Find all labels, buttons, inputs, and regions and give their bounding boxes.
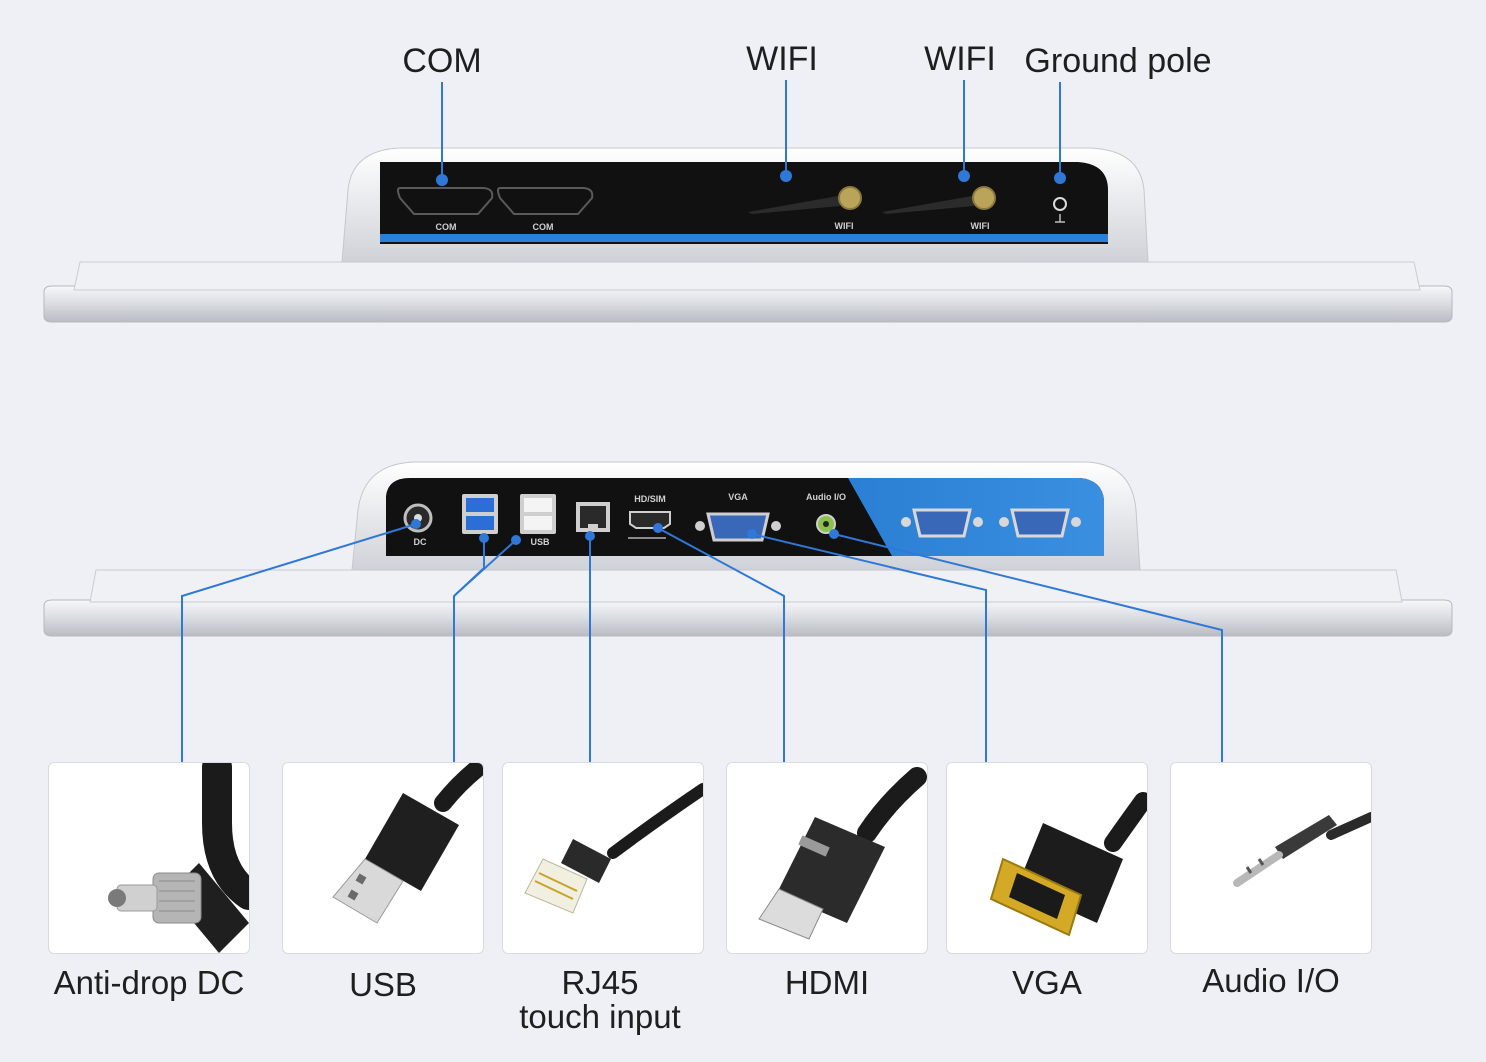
connector-tile-usb bbox=[282, 762, 484, 954]
wifi-2-port-label: WIFI bbox=[971, 221, 990, 231]
bottom-leader-lines bbox=[181, 523, 1223, 762]
top-panel: COM COM WIFI WIFI bbox=[43, 147, 1453, 323]
wifi-antenna-2 bbox=[882, 186, 996, 214]
blue-com-port-2 bbox=[999, 508, 1081, 538]
vga-plug-icon bbox=[989, 792, 1147, 937]
caption-hdmi: HDMI bbox=[784, 964, 870, 1001]
rj45-plug-icon bbox=[524, 783, 703, 914]
vga-port-label: VGA bbox=[728, 492, 748, 502]
com-port-1 bbox=[397, 187, 494, 215]
leader-vga bbox=[751, 533, 987, 762]
dc-plug-icon bbox=[108, 763, 249, 953]
ground-symbol-icon bbox=[1055, 214, 1065, 223]
caption-audio: Audio I/O bbox=[1202, 962, 1340, 999]
caption-rj45: RJ45 touch input bbox=[480, 966, 720, 1034]
com-port-1-label: COM bbox=[436, 222, 457, 232]
leader-usb-2 bbox=[453, 539, 517, 597]
caption-rj45-line2: touch input bbox=[519, 998, 681, 1035]
usb2-port-stack bbox=[520, 494, 556, 534]
hdmi-port bbox=[629, 511, 671, 529]
caption-dc: Anti-drop DC bbox=[53, 964, 245, 1001]
caption-vga: VGA bbox=[1012, 964, 1082, 1001]
audio-jack-icon bbox=[1233, 812, 1371, 887]
connector-tile-vga bbox=[946, 762, 1148, 954]
connector-tile-audio bbox=[1170, 762, 1372, 954]
bottom-panel: DC USB HD/SIM VGA Au bbox=[43, 461, 1453, 637]
connector-tile-dc bbox=[48, 762, 250, 954]
hdmi-plug-icon bbox=[758, 767, 927, 940]
top-blue-strip bbox=[380, 234, 1108, 242]
top-leader-lines bbox=[441, 80, 1061, 180]
bottom-leader-dots bbox=[411, 519, 839, 545]
hdmi-port-label: HD/SIM bbox=[634, 494, 666, 504]
caption-rj45-line1: RJ45 bbox=[561, 964, 639, 1001]
usb-port-label: USB bbox=[530, 537, 550, 547]
connector-tile-hdmi bbox=[726, 762, 928, 954]
com-port-2-label: COM bbox=[533, 222, 554, 232]
wifi-antenna-1 bbox=[748, 186, 862, 214]
leader-audio bbox=[833, 533, 1223, 762]
callout-wifi-2: WIFI bbox=[924, 40, 996, 78]
wifi-1-port-label: WIFI bbox=[835, 221, 854, 231]
usb3-port-stack bbox=[462, 494, 498, 534]
leader-hdmi bbox=[657, 527, 785, 762]
rj45-port bbox=[576, 502, 610, 532]
callout-ground-pole: Ground pole bbox=[1024, 42, 1211, 80]
callout-com: COM bbox=[402, 42, 481, 80]
leader-dc bbox=[181, 523, 417, 762]
caption-usb: USB bbox=[349, 966, 417, 1003]
top-leader-dots bbox=[436, 170, 1066, 186]
callout-wifi-1: WIFI bbox=[746, 40, 818, 78]
connector-tile-rj45 bbox=[502, 762, 704, 954]
audio-port-label: Audio I/O bbox=[806, 492, 846, 502]
top-port-panel bbox=[380, 162, 1108, 244]
ground-pole-icon bbox=[1053, 197, 1067, 211]
dc-port-label: DC bbox=[414, 537, 427, 547]
com-port-2 bbox=[497, 187, 594, 215]
usb-plug-icon bbox=[332, 763, 483, 924]
blue-com-port-1 bbox=[901, 508, 983, 538]
